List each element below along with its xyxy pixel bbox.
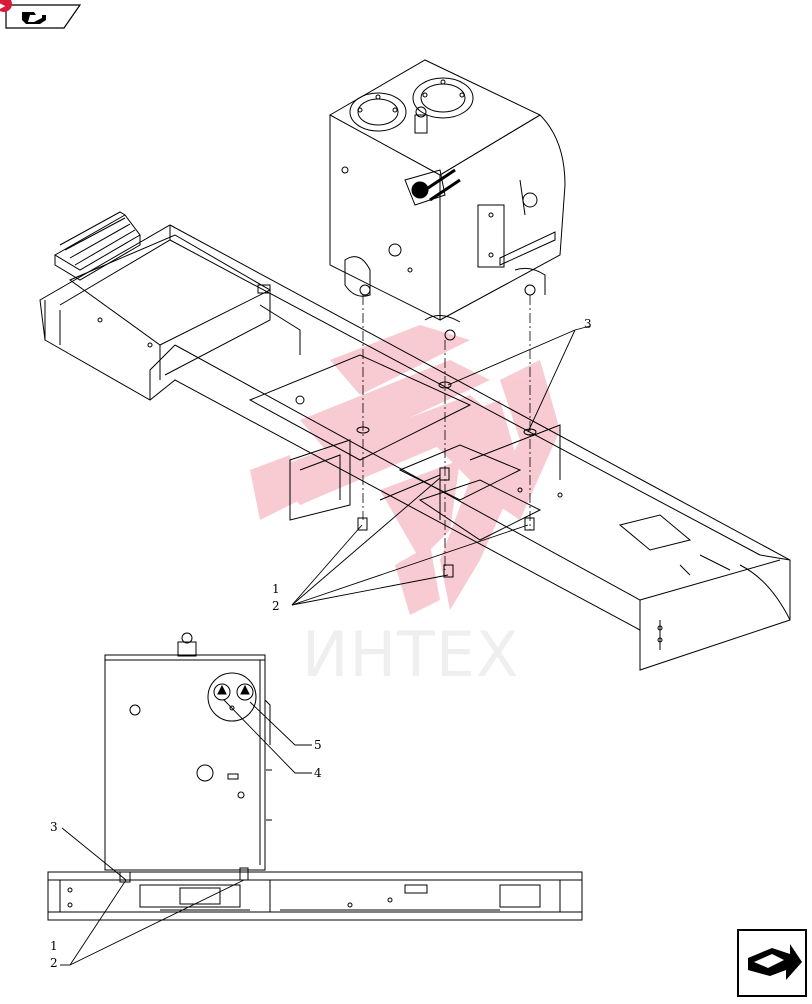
frame-rail [39, 224, 791, 671]
lower-leader-lines [60, 699, 312, 966]
red-corner-badge-icon: ▶ [0, 0, 12, 12]
forward-nav-button[interactable] [737, 929, 807, 997]
svg-text:▶: ▶ [0, 2, 6, 10]
callout-3-upper: 3 [584, 317, 592, 331]
tank-side-view [104, 632, 272, 871]
callout-1-upper: 1 [272, 582, 280, 596]
lower-side-view-assembly [47, 632, 583, 966]
left-frame-box [68, 234, 301, 380]
page-forward-arrow-icon [748, 944, 802, 980]
mounting-bolts [356, 381, 537, 578]
callout-2-upper: 2 [272, 599, 280, 613]
callout-4-lower: 4 [314, 766, 322, 780]
page-back-arrow-icon [22, 12, 46, 24]
callout-3-lower: 3 [50, 820, 58, 834]
assembly-centerlines [362, 295, 531, 570]
callout-1-lower: 1 [50, 939, 58, 953]
callout-2-lower: 2 [50, 956, 58, 970]
upper-isometric-assembly [39, 59, 791, 671]
lower-frame-rail [47, 867, 583, 921]
callout-5-lower: 5 [314, 738, 322, 752]
watermark-text: ИНТЕХ [302, 618, 520, 691]
left-platform [54, 211, 141, 281]
intekh-logo-icon [250, 325, 560, 615]
upper-leader-lines [291, 325, 591, 606]
back-nav-button[interactable]: ▶ [0, 0, 82, 29]
hydraulic-tank [328, 59, 566, 341]
